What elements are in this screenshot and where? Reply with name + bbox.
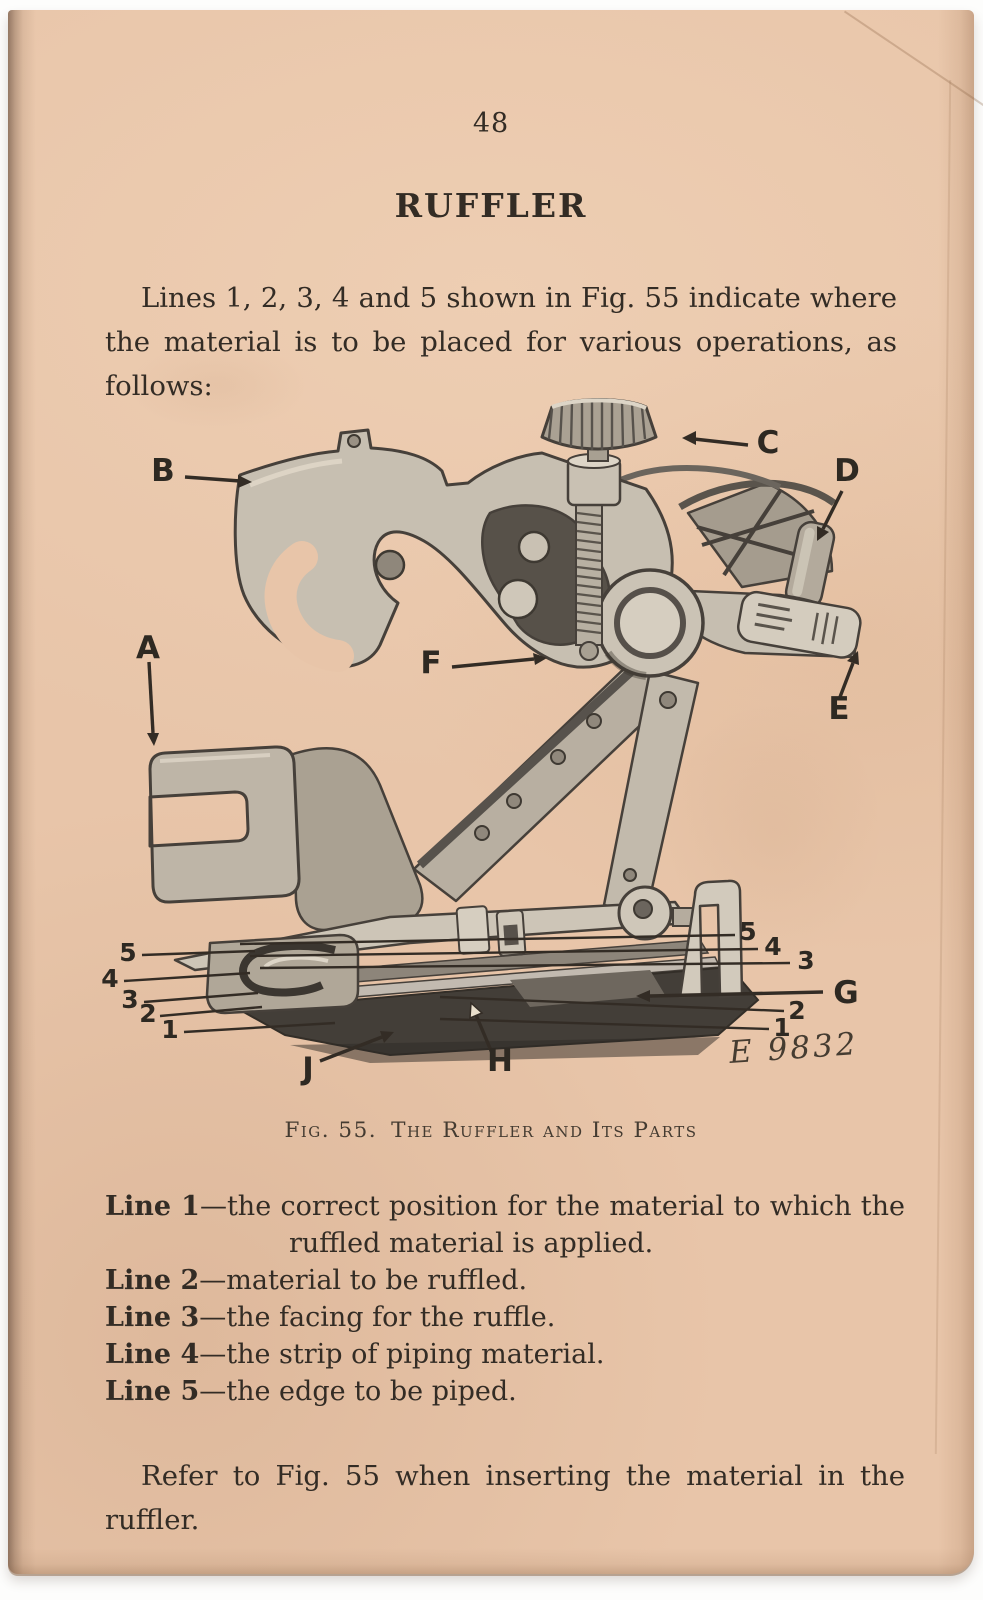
slot-number-right-3: 3 (797, 946, 814, 975)
page-title: RUFFLER (394, 186, 588, 225)
definition-term: Line 3 (105, 1302, 200, 1333)
slot-leader-lines (123, 933, 791, 1034)
slot-numbers: 5 4 3 2 1 5 4 3 2 1 (101, 917, 814, 1044)
part-label-c: C (757, 425, 780, 461)
slot-number-left-3: 3 (121, 985, 138, 1014)
page-edge-right (938, 10, 974, 1574)
definition-line-5: Line 5—the edge to be piped. (105, 1373, 905, 1410)
page-number: 48 (472, 108, 510, 139)
part-label-e: E (828, 691, 849, 727)
slot-number-left-5: 5 (119, 938, 136, 967)
part-label-a: A (136, 630, 160, 666)
definition-term: Line 2 (105, 1265, 200, 1296)
definition-desc: —material to be ruffled. (199, 1265, 528, 1296)
page-gutter-shadow (8, 10, 36, 1574)
part-label-j: J (300, 1051, 314, 1087)
paper-stain (128, 340, 308, 430)
definition-term: Line 1 (105, 1191, 200, 1222)
definition-term: Line 4 (105, 1339, 200, 1370)
callout-arrows (147, 431, 859, 1063)
guide-bracket (678, 879, 744, 999)
blade-assembly (173, 879, 760, 1063)
definition-desc: —the edge to be piped. (199, 1376, 517, 1407)
definition-desc: —the facing for the ruffle. (199, 1302, 556, 1333)
fork-arm (148, 745, 424, 932)
engraving-plate-mark: E 9832 (727, 1026, 860, 1071)
definition-desc: —the strip of piping material. (199, 1339, 605, 1370)
adjusting-lever (688, 589, 862, 659)
slot-number-left-1: 1 (161, 1015, 178, 1044)
definition-line-1: Line 1—the correct position for the mate… (105, 1188, 905, 1262)
part-letters: A B C D E F G H J (136, 425, 860, 1087)
book-page: 48 RUFFLER Lines 1, 2, 3, 4 and 5 shown … (8, 10, 983, 1574)
adjusting-screw (540, 398, 658, 661)
ruffler-drawing: A B C D E F G H J 5 4 3 2 1 5 (101, 398, 862, 1087)
thumb-nut (540, 398, 658, 451)
part-label-d: D (834, 453, 860, 489)
part-label-b: B (151, 453, 175, 489)
slot-number-left-4: 4 (101, 964, 118, 993)
definition-line-4: Line 4—the strip of piping material. (105, 1336, 905, 1373)
slot-number-left-2: 2 (139, 999, 156, 1028)
slot-number-right-1: 1 (773, 1013, 790, 1042)
definition-line-2: Line 2—material to be ruffled. (105, 1262, 905, 1299)
slot-number-right-5: 5 (739, 917, 756, 946)
definition-desc: —the correct position for the material t… (199, 1191, 905, 1259)
line-definitions: Line 1—the correct position for the mate… (105, 1188, 905, 1410)
figure-55-illustration: A B C D E F G H J 5 4 3 2 1 5 (90, 395, 910, 1107)
page-edge-bottom (8, 1548, 974, 1574)
closing-paragraph: Refer to Fig. 55 when inserting the mate… (105, 1459, 905, 1536)
part-label-h: H (487, 1043, 513, 1079)
definition-term: Line 5 (105, 1376, 200, 1407)
figure-caption-title: The Ruffler and Its Parts (391, 1118, 698, 1143)
part-label-f: F (420, 645, 441, 681)
figure-caption: Fig. 55. The Ruffler and Its Parts (8, 1118, 974, 1143)
part-label-g: G (833, 975, 858, 1011)
intro-paragraph: Lines 1, 2, 3, 4 and 5 shown in Fig. 55 … (105, 281, 897, 402)
definition-line-3: Line 3—the facing for the ruffle. (105, 1299, 905, 1336)
slot-number-right-4: 4 (764, 932, 781, 961)
figure-caption-number: Fig. 55. (284, 1118, 378, 1143)
slot-number-right-2: 2 (788, 996, 805, 1025)
pivot-disc (595, 568, 705, 680)
